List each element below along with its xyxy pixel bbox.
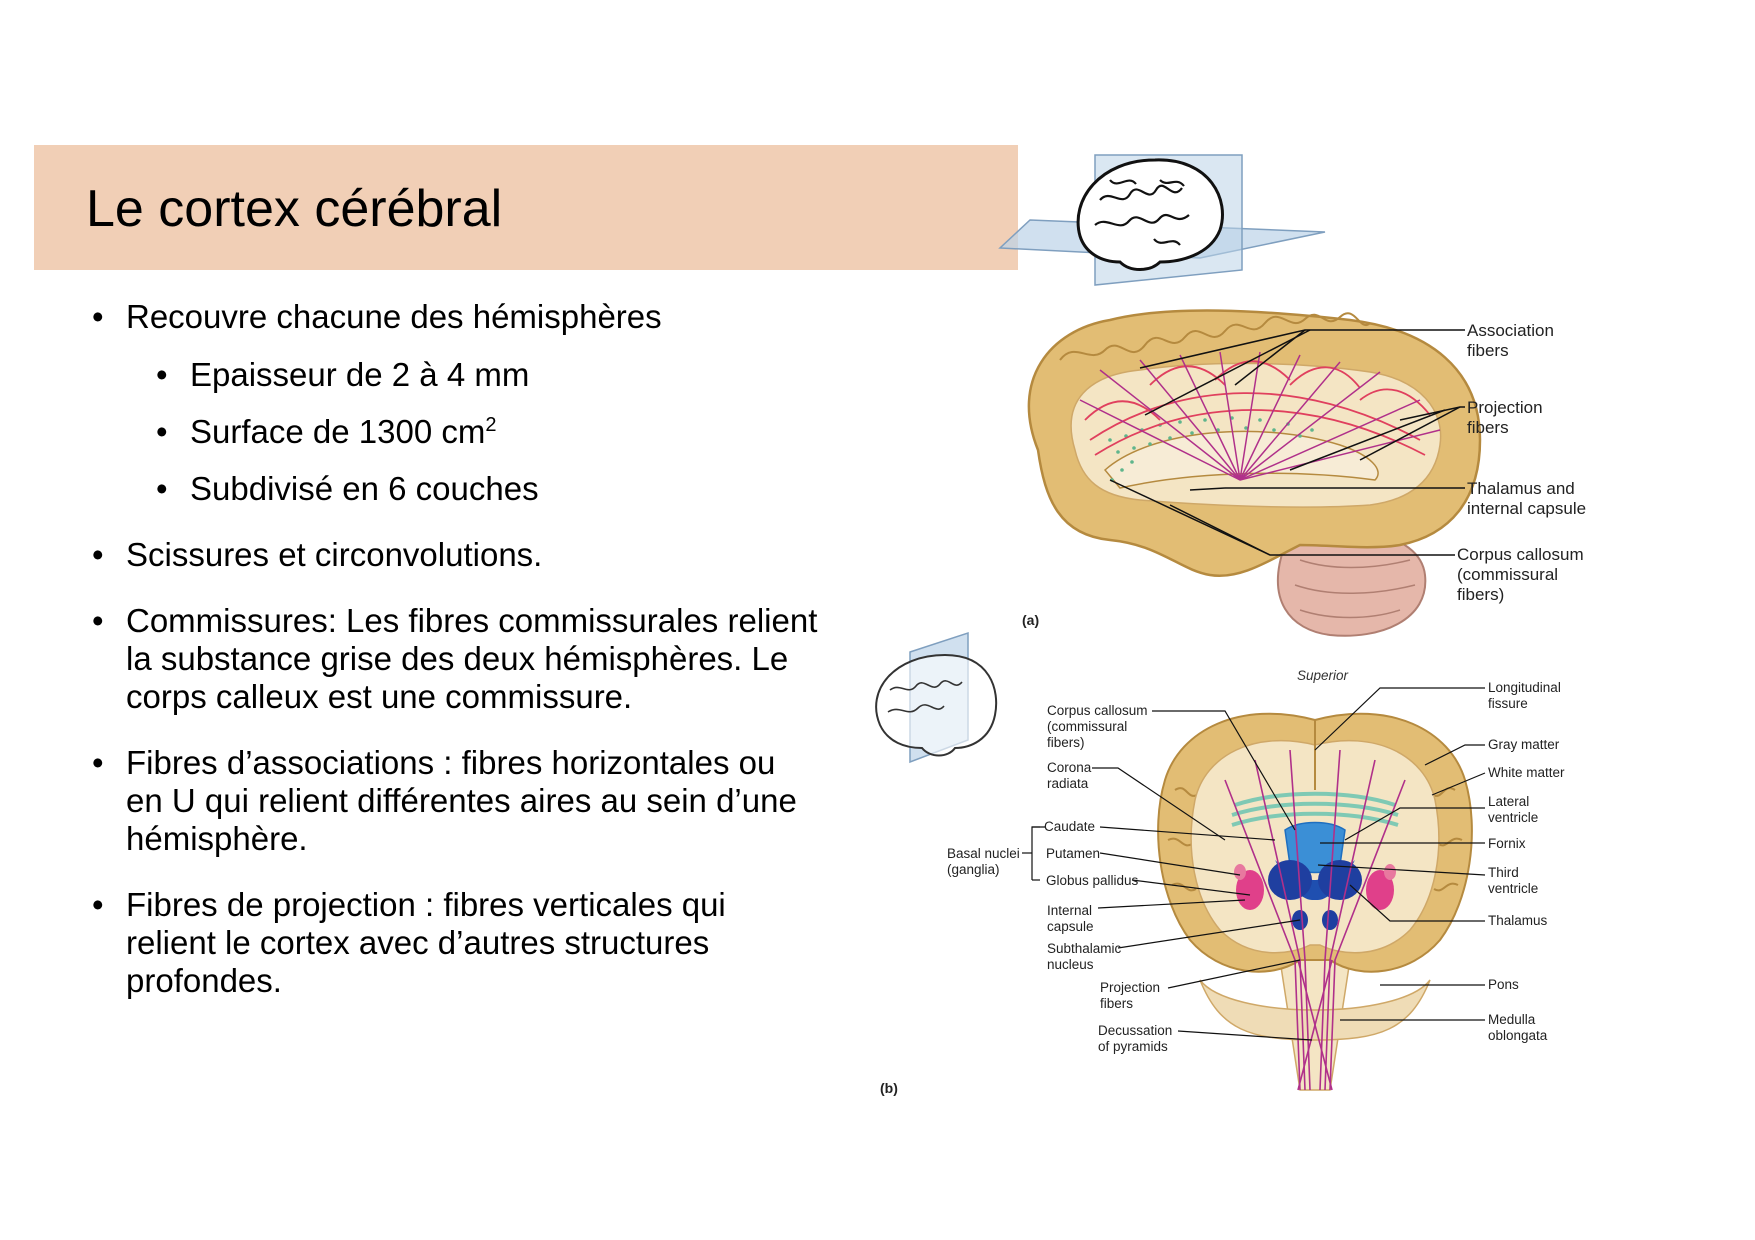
label-internal-capsule: Internal — [1047, 903, 1092, 918]
bullet-surface-text: Surface de 1300 cm — [190, 413, 486, 450]
label-lateral-ventricle-2: ventricle — [1488, 810, 1538, 825]
brain-sagittal-section: Association fibers Projection fibers Tha… — [1022, 309, 1586, 637]
brain-coronal-section: Superior Corpus callosum (commissural fi… — [880, 668, 1565, 1096]
label-subthalamic-nucleus-2: nucleus — [1047, 957, 1094, 972]
bullet-association-fibers: Fibres d’associations : fibres horizonta… — [90, 744, 820, 858]
panel-label-b: (b) — [880, 1080, 898, 1096]
label-b-corpus-callosum-2: (commissural — [1047, 719, 1127, 734]
label-corpus-callosum-2: (commissural — [1457, 565, 1558, 584]
label-gray-matter: Gray matter — [1488, 737, 1560, 752]
label-decussation: Decussation — [1098, 1023, 1172, 1038]
label-corpus-callosum-3: fibers) — [1457, 585, 1504, 604]
label-third-ventricle: Third — [1488, 865, 1519, 880]
label-pons: Pons — [1488, 977, 1519, 992]
label-basal-nuclei-2: (ganglia) — [947, 862, 1000, 877]
label-third-ventricle-2: ventricle — [1488, 881, 1538, 896]
label-b-corpus-callosum: Corpus callosum — [1047, 703, 1148, 718]
label-globus-pallidus: Globus pallidus — [1046, 873, 1139, 888]
label-subthalamic-nucleus: Subthalamic — [1047, 941, 1122, 956]
label-white-matter: White matter — [1488, 765, 1565, 780]
label-b-corpus-callosum-3: fibers) — [1047, 735, 1085, 750]
title-bar: Le cortex cérébral — [34, 145, 1018, 270]
page-title: Le cortex cérébral — [86, 180, 503, 238]
label-thalamus: Thalamus — [1488, 913, 1548, 928]
label-association-fibers: Association — [1467, 321, 1554, 340]
bullet-cortex-cover: Recouvre chacune des hémisphères — [90, 298, 820, 336]
label-decussation-2: of pyramids — [1098, 1039, 1168, 1054]
label-projection-fibers: Projection — [1467, 398, 1543, 417]
label-medulla-oblongata-2: oblongata — [1488, 1028, 1548, 1043]
bullet-surface-sup: 2 — [485, 414, 497, 436]
bullet-projection-fibers: Fibres de projection : fibres verticales… — [90, 886, 820, 1000]
label-fornix: Fornix — [1488, 836, 1526, 851]
bullet-layers: Subdivisé en 6 couches — [154, 470, 820, 508]
label-corona-radiata-2: radiata — [1047, 776, 1089, 791]
bullet-thickness: Epaisseur de 2 à 4 mm — [154, 356, 820, 394]
label-caudate: Caudate — [1044, 819, 1095, 834]
bullet-fissures: Scissures et circonvolutions. — [90, 536, 820, 574]
label-lateral-ventricle: Lateral — [1488, 794, 1529, 809]
bullet-surface: Surface de 1300 cm2 — [154, 413, 820, 451]
label-superior: Superior — [1297, 668, 1349, 683]
orientation-icon-b — [875, 631, 998, 764]
bullet-list: Recouvre chacune des hémisphères Epaisse… — [90, 298, 820, 1000]
label-medulla-oblongata: Medulla — [1488, 1012, 1536, 1027]
label-association-fibers-2: fibers — [1467, 341, 1509, 360]
label-longitudinal-fissure: Longitudinal — [1488, 680, 1561, 695]
label-internal-capsule-2: capsule — [1047, 919, 1094, 934]
label-longitudinal-fissure-2: fissure — [1488, 696, 1528, 711]
label-thalamus-capsule: Thalamus and — [1467, 479, 1575, 498]
bullet-commissures: Commissures: Les fibres commissurales re… — [90, 602, 820, 716]
label-b-projection-fibers-2: fibers — [1100, 996, 1133, 1011]
orientation-icon-a — [998, 154, 1326, 286]
label-basal-nuclei: Basal nuclei — [947, 846, 1020, 861]
label-b-projection-fibers: Projection — [1100, 980, 1160, 995]
label-corpus-callosum: Corpus callosum — [1457, 545, 1584, 564]
label-corona-radiata: Corona — [1047, 760, 1092, 775]
label-projection-fibers-2: fibers — [1467, 418, 1509, 437]
label-thalamus-capsule-2: internal capsule — [1467, 499, 1586, 518]
label-putamen: Putamen — [1046, 846, 1100, 861]
panel-label-a: (a) — [1022, 612, 1039, 628]
